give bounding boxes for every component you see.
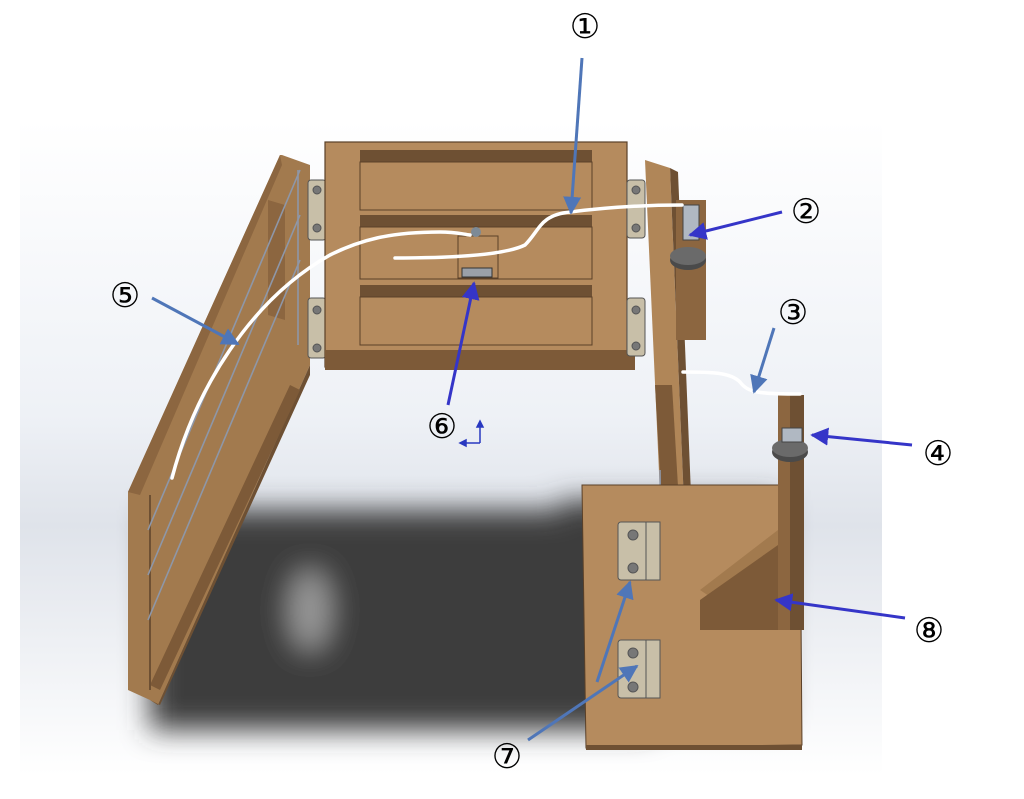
upper-right-hinges xyxy=(626,179,646,357)
cables xyxy=(170,203,802,480)
center-cabinet xyxy=(324,141,635,370)
leader-3 xyxy=(750,327,776,394)
coordinate-triad-icon xyxy=(458,419,485,448)
leader-5 xyxy=(151,296,240,346)
leader-6 xyxy=(446,281,480,406)
cable-left-arc xyxy=(170,230,472,480)
leader-4 xyxy=(810,427,913,447)
leader-arrows xyxy=(151,57,913,742)
callout-8: ⑧ xyxy=(914,611,944,651)
left-hinges xyxy=(307,179,327,359)
leader-1 xyxy=(563,57,584,215)
cable-upper xyxy=(393,203,684,260)
callout-4: ④ xyxy=(923,434,953,474)
leader-2 xyxy=(688,210,783,240)
callout-6: ⑥ xyxy=(427,407,457,447)
leader-7b xyxy=(527,664,639,742)
leader-7a xyxy=(595,580,634,683)
callout-7: ⑦ xyxy=(492,737,522,777)
callout-labels: ① ② ③ ④ ⑤ ⑥ ⑦ ⑧ xyxy=(110,7,953,777)
upper-pulley-bracket xyxy=(670,200,706,340)
callout-2: ② xyxy=(791,192,821,232)
base-hinges xyxy=(617,521,661,699)
callout-1: ① xyxy=(570,7,600,47)
cable-lower xyxy=(681,370,802,396)
callout-5: ⑤ xyxy=(110,276,140,316)
callout-3: ③ xyxy=(778,293,808,333)
leader-8 xyxy=(774,593,906,620)
